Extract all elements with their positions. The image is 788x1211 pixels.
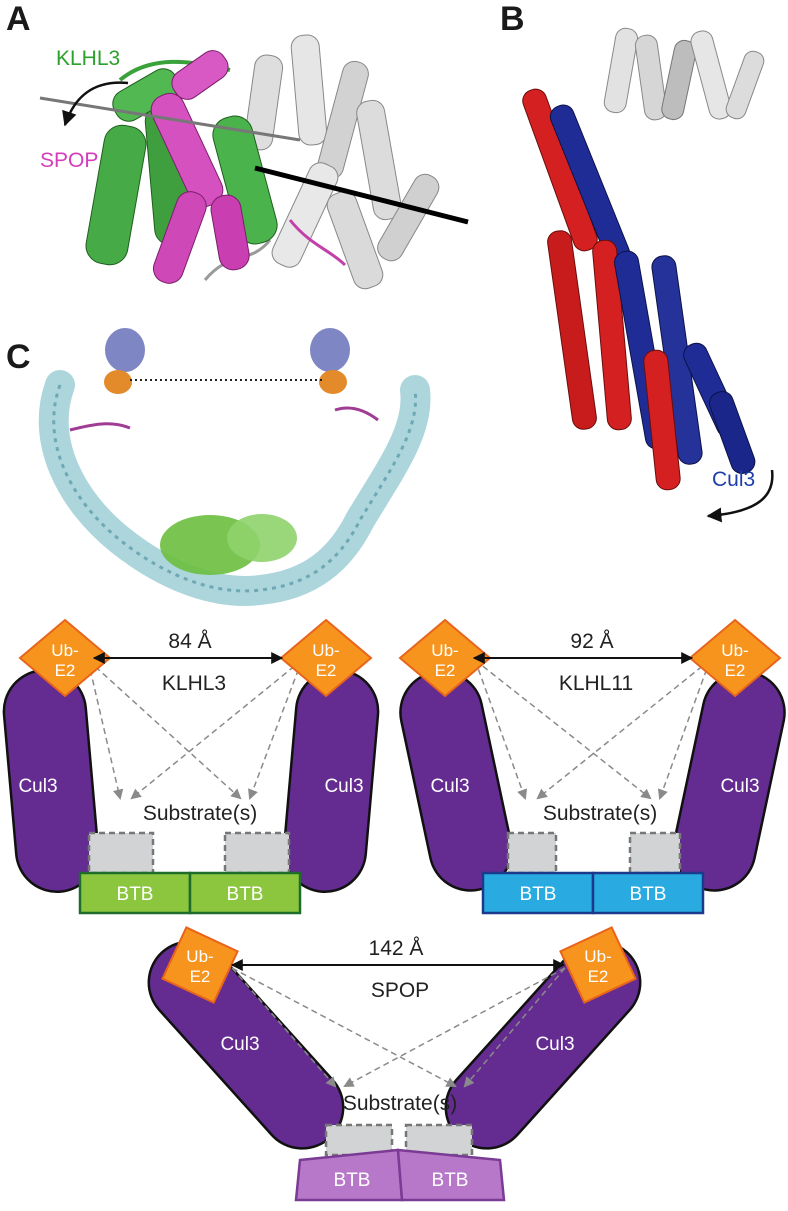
btb-right — [396, 1148, 506, 1202]
substrate-label: Substrate(s) — [343, 1092, 457, 1115]
panel-c: C — [6, 328, 431, 606]
structure-b-partner — [603, 27, 765, 121]
cul3-left-label: Cul3 — [430, 776, 469, 797]
ub-e2-left — [398, 618, 492, 698]
substrate-label: Substrate(s) — [143, 802, 257, 825]
ub-e2-left-line2: E2 — [435, 661, 456, 680]
ub-e2-right-line2: E2 — [588, 967, 609, 986]
cul3-left-label: Cul3 — [18, 776, 57, 797]
btb-right-label: BTB — [630, 884, 667, 905]
distance-label: 84 Å — [168, 630, 211, 653]
btb-left-label: BTB — [117, 884, 154, 905]
rotation-axis-spop — [254, 165, 469, 225]
substrate-slot-left — [506, 831, 558, 875]
ub-e2-left-line1: Ub- — [431, 641, 458, 660]
btb-right — [188, 871, 302, 915]
ub-e2-right-line1: Ub- — [584, 947, 611, 966]
panel-a-letter: A — [6, 0, 31, 38]
panel-a: A KLHL3 SPOP — [6, 0, 469, 290]
substrate-label: Substrate(s) — [543, 802, 657, 825]
substrate-slot-left — [87, 831, 155, 875]
cul3-right-label: Cul3 — [324, 776, 363, 797]
structure-a-spop — [150, 50, 347, 284]
ub-e2-left-line2: E2 — [190, 967, 211, 986]
cul3-left-label: Cul3 — [220, 1034, 259, 1055]
structure-b-cul3 — [522, 88, 756, 491]
klhl3-label-a: KLHL3 — [56, 47, 120, 70]
rotation-arrow-b — [706, 469, 774, 523]
schematic-klhl3: Cul3 Cul3 BTB BTB Substrate(s) Ub- E2 Ub… — [2, 618, 380, 915]
distance-label: 142 Å — [369, 937, 424, 960]
btb-right — [591, 871, 705, 915]
schematic-spop: Cul3 Cul3 BTB BTB Substrate(s) Ub- E2 Ub… — [147, 926, 642, 1202]
ub-e2-left — [18, 618, 112, 698]
rotation-axis-klhl3 — [39, 96, 301, 142]
rotation-arrow-a — [62, 81, 129, 127]
btb-right-label: BTB — [432, 1170, 469, 1191]
distance-label: 92 Å — [570, 630, 613, 653]
ub-e2-left-line1: Ub- — [51, 641, 78, 660]
ub-e2-left-line2: E2 — [55, 661, 76, 680]
ub-e2-left — [161, 926, 239, 1004]
panel-b-letter: B — [500, 0, 525, 38]
ub-e2-right-line1: Ub- — [312, 641, 339, 660]
adaptor-label: KLHL3 — [162, 672, 226, 695]
ub-e2-right — [559, 926, 637, 1004]
cul3-right-label: Cul3 — [535, 1034, 574, 1055]
ub-e2-right-line2: E2 — [725, 661, 746, 680]
panel-c-letter: C — [6, 338, 31, 376]
btb-right-label: BTB — [227, 884, 264, 905]
adaptor-label: KLHL11 — [559, 672, 633, 695]
btb-left-label: BTB — [520, 884, 557, 905]
cul3-label-b: Cul3 — [712, 468, 755, 491]
panel-b: B Cul3 — [500, 0, 774, 523]
substrate-slot-right — [404, 1123, 474, 1157]
structure-a-partner — [203, 34, 440, 290]
schematic-klhl11: Cul3 Cul3 BTB BTB Substrate(s) Ub- E2 Ub… — [398, 618, 786, 915]
substrate-slot-left — [324, 1123, 394, 1157]
ub-e2-left-line1: Ub- — [186, 947, 213, 966]
ub-e2-right-line1: Ub- — [721, 641, 748, 660]
btb-left-label: BTB — [334, 1170, 371, 1191]
substrate-slot-right — [223, 831, 291, 875]
structure-c-complex — [38, 328, 431, 606]
spop-label-a: SPOP — [40, 149, 98, 172]
cul3-right-label: Cul3 — [720, 776, 759, 797]
ub-e2-right-line2: E2 — [316, 661, 337, 680]
ub-e2-right — [279, 618, 373, 698]
ub-e2-right — [688, 618, 782, 698]
adaptor-label: SPOP — [371, 979, 429, 1002]
substrate-slot-right — [628, 831, 682, 875]
